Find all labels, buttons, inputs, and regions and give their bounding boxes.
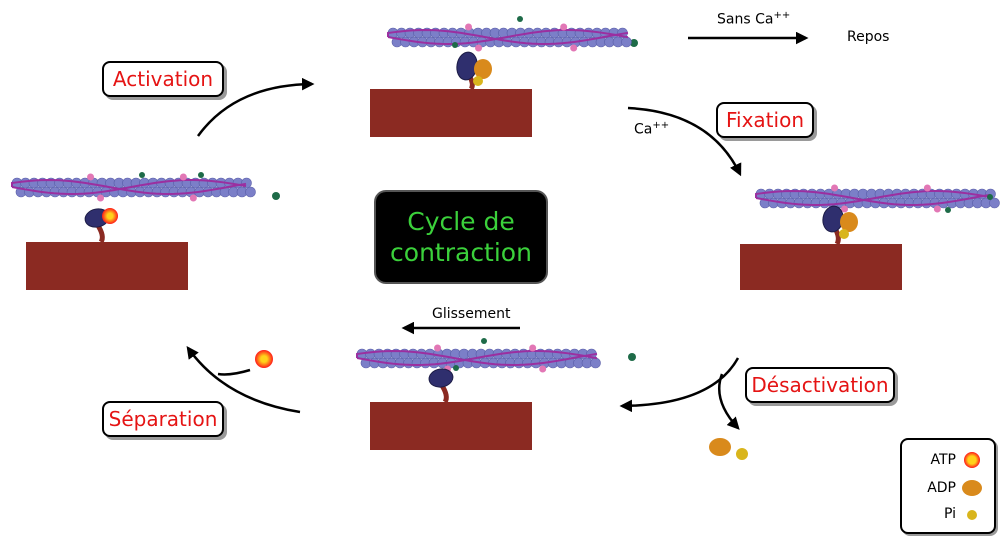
bound-calcium <box>198 172 204 178</box>
pi-dot-icon <box>967 510 977 520</box>
tropomyosin-strand <box>387 29 629 45</box>
troponin-site <box>434 344 442 352</box>
arrow-separation <box>186 345 301 414</box>
troponin-site <box>923 184 931 192</box>
tropomyosin-strand <box>11 179 247 196</box>
released-adp <box>709 438 731 456</box>
atp-dot-icon <box>964 452 980 468</box>
bound-calcium <box>453 365 459 371</box>
cycle-title-line2: contraction <box>390 238 532 267</box>
tropomyosin-strand <box>755 190 991 207</box>
stage-detached <box>11 172 256 290</box>
myosin-head <box>428 368 454 388</box>
troponin-site <box>97 194 105 202</box>
arrow-fixation <box>627 106 742 177</box>
free-atp <box>255 350 273 368</box>
annotation-sans-ca-sup: ++ <box>773 10 791 21</box>
bound-calcium <box>481 338 487 344</box>
cycle-title-box: Cycle de contraction <box>374 190 548 284</box>
legend-label-adp: ADP <box>927 480 956 496</box>
troponin-site <box>831 184 839 192</box>
troponin-site <box>179 173 187 181</box>
troponin-site <box>841 205 849 213</box>
troponin-site <box>933 205 941 213</box>
actin-monomer <box>590 357 601 369</box>
bound-pi <box>473 76 483 86</box>
tropomyosin-strand <box>11 179 247 196</box>
annotation-ca: Ca++ <box>634 120 669 138</box>
thick-filament-block <box>740 244 902 290</box>
troponin-site <box>560 23 568 31</box>
free-calcium-ion <box>628 353 636 361</box>
annotation-ca-text: Ca <box>634 121 653 138</box>
troponin-site <box>475 44 483 52</box>
troponin-site <box>189 194 197 202</box>
free-calcium-ion <box>630 39 638 47</box>
troponin-site <box>570 44 578 52</box>
annotation-sans-ca-text: Sans Ca <box>717 11 774 28</box>
label-separation: Séparation <box>102 401 224 437</box>
tropomyosin-strand <box>356 350 598 367</box>
adp-dot-icon <box>962 480 982 496</box>
troponin-site <box>529 344 537 352</box>
thick-filament-block <box>370 402 532 450</box>
bound-calcium <box>452 42 458 48</box>
actin-monomer <box>245 186 256 198</box>
bound-adp <box>474 59 492 79</box>
bound-calcium <box>945 207 951 213</box>
tropomyosin-strand <box>755 190 991 207</box>
stage-power-stroke <box>356 338 601 450</box>
label-activation: Activation <box>102 61 224 97</box>
annotation-glissement: Glissement <box>432 306 511 322</box>
bound-calcium <box>517 16 523 22</box>
bound-calcium <box>987 194 993 200</box>
arrow-activation <box>196 77 315 137</box>
stage-activated <box>370 16 632 137</box>
cycle-title-line1: Cycle de <box>407 207 515 236</box>
bound-pi <box>839 229 849 239</box>
troponin-site <box>87 173 95 181</box>
actin-monomer <box>621 36 632 48</box>
label-desactivation: Désactivation <box>745 367 895 403</box>
bound-atp <box>102 208 118 224</box>
legend: ATP ADP Pi <box>900 438 996 534</box>
tropomyosin-strand <box>387 29 629 45</box>
bound-calcium <box>139 172 145 178</box>
stage-fixation <box>740 184 1000 290</box>
legend-label-atp: ATP <box>930 452 956 468</box>
arrow-release-products <box>718 373 740 430</box>
arrow-desactivation <box>619 357 740 413</box>
thick-filament-block <box>26 242 188 290</box>
label-fixation: Fixation <box>716 102 814 138</box>
free-calcium-ion <box>272 192 280 200</box>
troponin-site <box>539 365 547 373</box>
troponin-site <box>465 23 473 31</box>
tropomyosin-strand <box>356 350 598 367</box>
annotation-sans-ca: Sans Ca++ <box>717 10 790 28</box>
bound-adp <box>840 212 858 232</box>
arrow-atp-binding <box>217 368 251 376</box>
annotation-repos: Repos <box>847 29 890 45</box>
annotation-ca-sup: ++ <box>652 120 670 131</box>
legend-label-pi: Pi <box>943 506 956 522</box>
thick-filament-block <box>370 89 532 137</box>
released-pi <box>736 448 748 460</box>
